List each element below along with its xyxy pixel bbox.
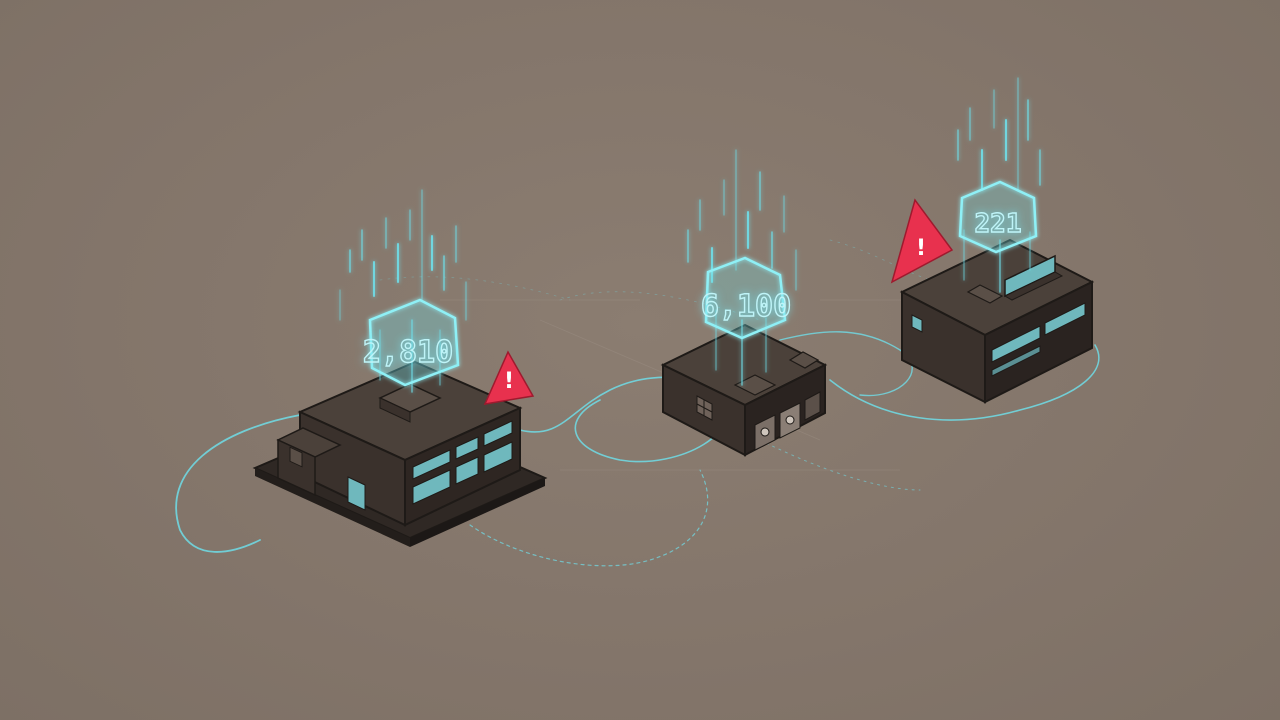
- network-line: [829, 344, 1100, 421]
- building-left[interactable]: [252, 360, 548, 547]
- window-grid: [412, 420, 513, 505]
- hologram-badge-left: 2,810 2,810: [361, 298, 460, 387]
- hologram-value-glow: 6,100: [701, 289, 791, 324]
- alert-mark: !: [504, 369, 514, 394]
- hologram-value: 6,100: [701, 289, 791, 324]
- network-line: [779, 331, 913, 397]
- network-line: [175, 414, 301, 553]
- building-center[interactable]: [660, 323, 828, 457]
- alert-mark: !: [916, 236, 926, 261]
- alert-triangle-icon[interactable]: !: [483, 350, 535, 405]
- hologram-badge-center: 6,100 6,100: [699, 256, 793, 340]
- window: [696, 395, 713, 421]
- building-right[interactable]: [899, 238, 1095, 404]
- network-line: [829, 239, 931, 281]
- hologram-value: 2,810: [363, 335, 453, 370]
- hologram-value-glow: 221: [975, 209, 1022, 239]
- network-line: [759, 439, 921, 491]
- alert-triangle-icon[interactable]: !: [890, 198, 954, 284]
- window-grid: [991, 302, 1086, 377]
- hologram-value-glow: 2,810: [363, 335, 453, 370]
- network-line: [379, 276, 571, 301]
- machinery-panel: [754, 391, 821, 451]
- hologram-badge-right: 221 221: [958, 180, 1038, 254]
- hologram-value: 221: [975, 209, 1022, 239]
- network-lines: [175, 239, 1100, 567]
